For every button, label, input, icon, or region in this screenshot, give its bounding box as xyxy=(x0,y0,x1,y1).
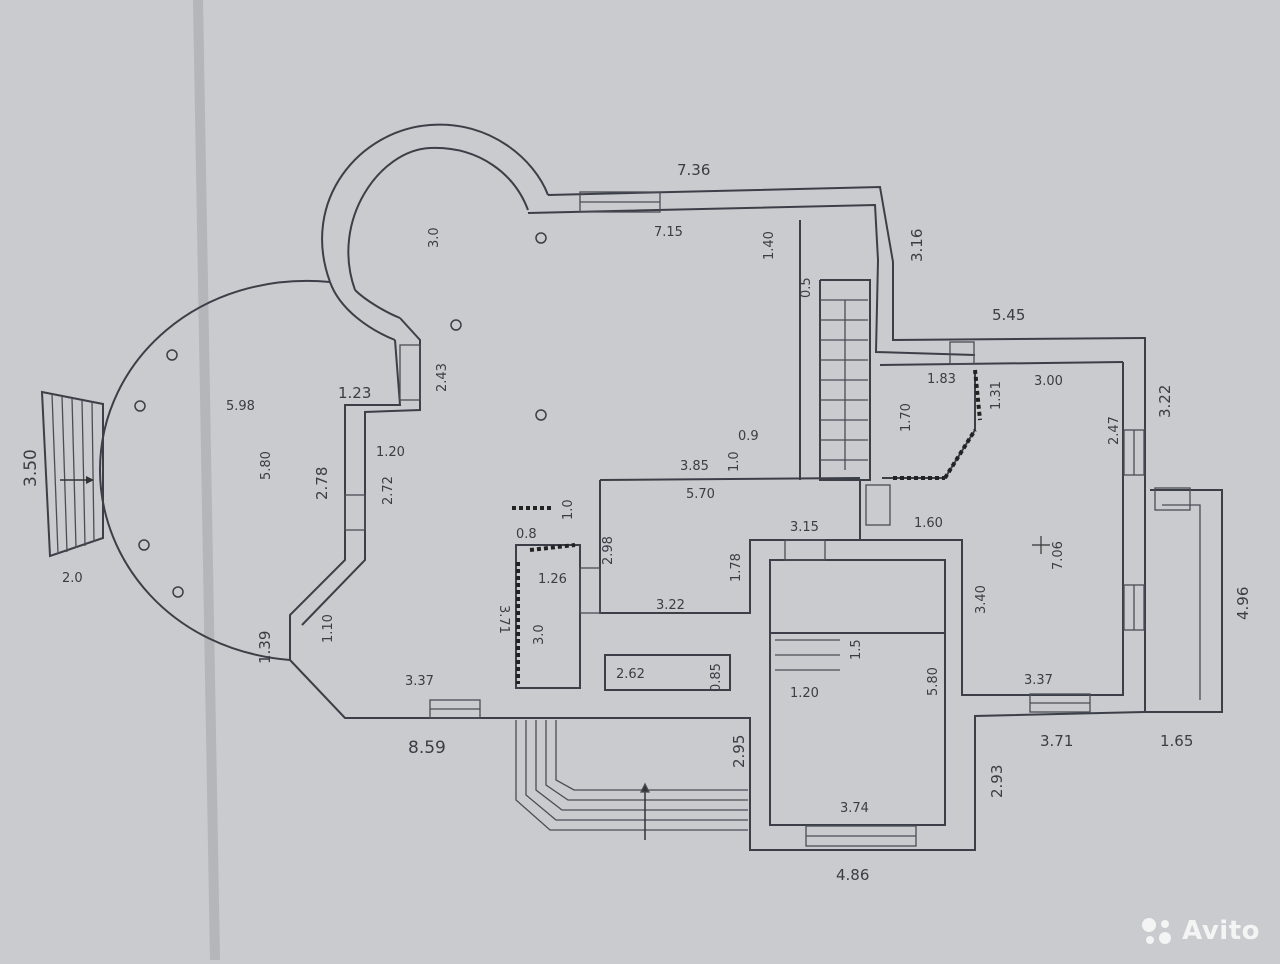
dim-label: 3.16 xyxy=(908,229,926,262)
dim-label: 1.20 xyxy=(376,445,405,460)
dim-label: 4.96 xyxy=(1234,587,1252,620)
dim-label: 1.23 xyxy=(338,384,371,402)
dim-label: 8.59 xyxy=(408,738,446,758)
dim-label: 3.22 xyxy=(656,598,685,613)
dim-label: 2.78 xyxy=(313,467,331,500)
dim-label: 3.74 xyxy=(840,801,869,816)
dim-label: 3.40 xyxy=(974,585,989,614)
dim-label: 1.40 xyxy=(762,231,777,260)
dim-label: 4.86 xyxy=(836,866,869,884)
right-porch xyxy=(1145,490,1222,712)
dim-label: 5.70 xyxy=(686,487,715,502)
entry-steps xyxy=(516,720,748,840)
dim-label: 3.71 xyxy=(1040,732,1073,750)
dim-label: 2.72 xyxy=(381,476,396,505)
terrace-columns xyxy=(135,350,183,597)
crosshair-cursor xyxy=(1032,536,1050,554)
dim-label: 3.50 xyxy=(21,449,41,487)
dim-label: 0.5 xyxy=(799,277,814,298)
dim-label: 1.10 xyxy=(321,614,336,643)
dim-label: 5.98 xyxy=(226,399,255,414)
dim-label: 3.37 xyxy=(405,674,434,689)
screen-edge xyxy=(198,0,215,960)
dim-label: 2.93 xyxy=(988,765,1006,798)
dim-label: 7.15 xyxy=(654,225,683,240)
dim-label: 0.8 xyxy=(516,527,537,542)
dim-label: 2.0 xyxy=(62,571,83,586)
dim-label: 1.39 xyxy=(256,631,274,664)
dim-label: 3.00 xyxy=(1034,374,1063,389)
dim-label: 1.65 xyxy=(1160,732,1193,750)
dim-label: 1.60 xyxy=(914,516,943,531)
dim-label: 2.43 xyxy=(435,363,450,392)
dim-label: 1.70 xyxy=(899,403,914,432)
dim-label: 2.62 xyxy=(616,667,645,682)
dim-label: 5.80 xyxy=(926,667,941,696)
dim-label: 1.78 xyxy=(729,553,744,582)
dim-label: 2.98 xyxy=(601,536,616,565)
interior-columns xyxy=(451,233,546,420)
dim-label: 3.15 xyxy=(790,520,819,535)
dim-label: 3.0 xyxy=(532,624,547,645)
dim-label: 1.31 xyxy=(989,381,1004,410)
dim-label: 7.06 xyxy=(1051,541,1066,570)
terrace-arc xyxy=(100,281,330,660)
interior-walls xyxy=(516,220,975,825)
avito-watermark: Avito xyxy=(1140,916,1260,946)
dim-label: 1.20 xyxy=(790,686,819,701)
dim-label: 1.5 xyxy=(849,639,864,660)
avito-logo-icon xyxy=(1140,916,1176,946)
dim-label: 5.45 xyxy=(992,306,1025,324)
dim-label: 1.0 xyxy=(727,451,742,472)
dim-label: 3.71 xyxy=(496,605,511,634)
dim-label: 0.85 xyxy=(709,663,724,692)
dim-label: 1.83 xyxy=(927,372,956,387)
dim-label: 1.26 xyxy=(538,572,567,587)
dim-label: 7.36 xyxy=(677,161,710,179)
dim-label: 2.95 xyxy=(730,735,748,768)
left-steps xyxy=(42,392,103,556)
dim-label: 2.47 xyxy=(1107,416,1122,445)
dim-label: 5.80 xyxy=(259,451,274,480)
dim-label: 3.22 xyxy=(1156,385,1174,418)
watermark-text: Avito xyxy=(1182,916,1260,946)
dim-label: 1.0 xyxy=(561,499,576,520)
dim-label: 0.9 xyxy=(738,429,759,444)
stairs xyxy=(775,300,868,670)
dim-label: 3.37 xyxy=(1024,673,1053,688)
dim-label: 3.85 xyxy=(680,459,709,474)
dim-label: 3.0 xyxy=(427,227,442,248)
